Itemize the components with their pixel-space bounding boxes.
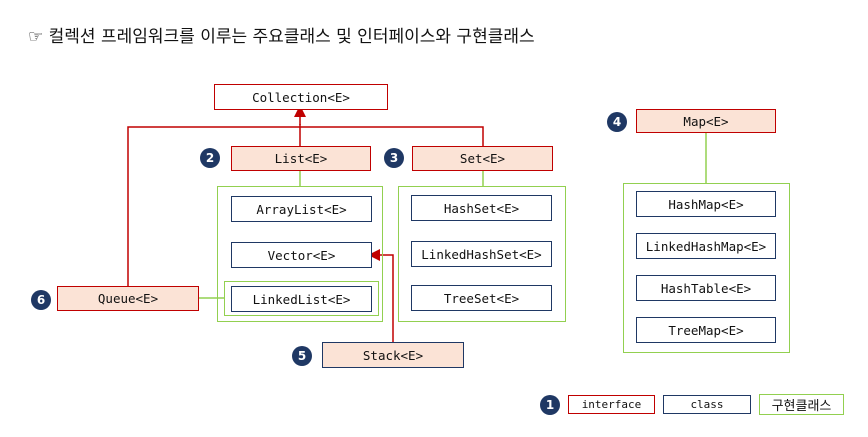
linkedhashmap-class-label: LinkedHashMap<E> <box>645 238 767 254</box>
vector-class-label: Vector<E> <box>267 247 336 263</box>
map-number-badge: 4 <box>607 112 627 132</box>
map-implementation-group <box>623 183 790 353</box>
legend-class-sample: class <box>663 395 751 414</box>
legend-implementation-sample: 구현클래스 <box>759 394 844 415</box>
hashmap-class-label: HashMap<E> <box>668 196 744 212</box>
list-number-badge: 2 <box>200 148 220 168</box>
treeset-class: TreeSet<E> <box>411 285 552 311</box>
hashmap-class: HashMap<E> <box>636 191 776 217</box>
arraylist-class-label: ArrayList<E> <box>256 201 347 217</box>
legend-implementation-label: 구현클래스 <box>771 399 832 414</box>
set-number-badge: 3 <box>384 148 404 168</box>
stack-class-label: Stack<E> <box>362 347 424 363</box>
collection-interface: Collection<E> <box>214 84 388 110</box>
hashtable-class-label: HashTable<E> <box>660 280 752 296</box>
list-interface-label: List<E> <box>274 151 328 166</box>
queue-interface-label: Queue<E> <box>97 291 159 306</box>
set-interface: Set<E> <box>412 146 553 171</box>
linkedlist-class-label: LinkedList<E> <box>252 291 351 307</box>
legend-interface-label: interface <box>581 398 642 411</box>
treeset-class-label: TreeSet<E> <box>443 290 520 306</box>
stack-number-badge: 5 <box>292 346 312 366</box>
queue-interface: Queue<E> <box>57 286 199 311</box>
treemap-class: TreeMap<E> <box>636 317 776 343</box>
queue-number-badge: 6 <box>31 290 51 310</box>
set-interface-label: Set<E> <box>459 151 506 166</box>
hashtable-class: HashTable<E> <box>636 275 776 301</box>
set-implementation-group <box>398 186 566 322</box>
legend-number-badge: 1 <box>540 395 560 415</box>
arraylist-class: ArrayList<E> <box>231 196 372 222</box>
legend-class-label: class <box>690 398 724 411</box>
map-interface: Map<E> <box>636 109 776 133</box>
linkedlist-class: LinkedList<E> <box>231 286 372 312</box>
legend-interface-sample: interface <box>568 395 655 414</box>
collection-interface-label: Collection<E> <box>252 89 350 105</box>
list-implementation-group <box>217 186 383 322</box>
queue-implementation-group <box>224 281 379 316</box>
collection-bus-line <box>127 126 484 287</box>
linkedhashset-class: LinkedHashSet<E> <box>411 241 552 267</box>
stack-class: Stack<E> <box>322 342 464 368</box>
stack-vector-line <box>368 249 394 342</box>
hashset-class-label: HashSet<E> <box>443 200 520 216</box>
linkedhashset-class-label: LinkedHashSet<E> <box>421 246 542 262</box>
treemap-class-label: TreeMap<E> <box>668 322 744 338</box>
page-title: ☞ 컬렉션 프레임워크를 이루는 주요클래스 및 인터페이스와 구현클래스 <box>28 27 535 47</box>
vector-class: Vector<E> <box>231 242 372 268</box>
list-interface: List<E> <box>231 146 371 171</box>
linkedhashmap-class: LinkedHashMap<E> <box>636 233 776 259</box>
hashset-class: HashSet<E> <box>411 195 552 221</box>
map-interface-label: Map<E> <box>683 113 729 129</box>
